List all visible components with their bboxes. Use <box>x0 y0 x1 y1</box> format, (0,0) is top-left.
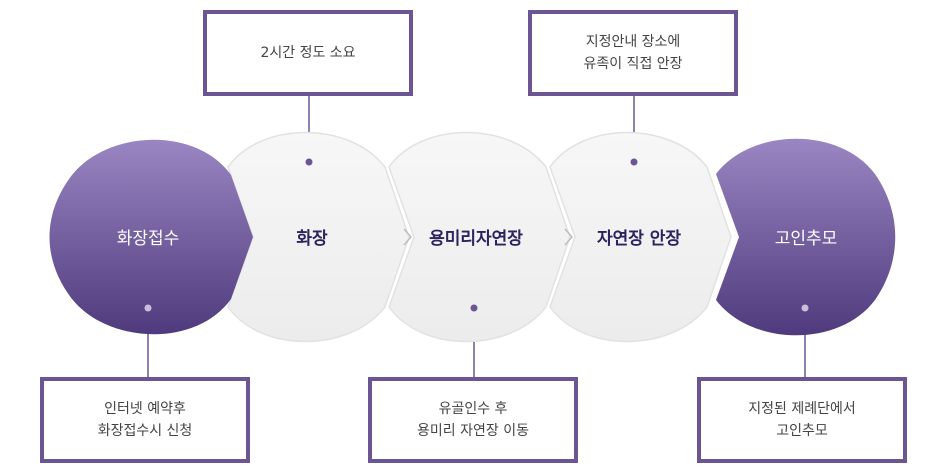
note-line: 유골인수 후 <box>438 401 508 417</box>
note-memorial-altar: 지정된 제례단에서 고인추모 <box>697 377 907 463</box>
connector-dot <box>305 158 313 166</box>
note-line: 인터넷 예약후 <box>104 401 186 417</box>
note-line: 고인추모 <box>776 423 828 439</box>
note-transfer: 유골인수 후 용미리 자연장 이동 <box>368 377 578 463</box>
note-line: 용미리 자연장 이동 <box>417 423 529 439</box>
note-line: 화장접수시 신청 <box>97 423 193 439</box>
note-line: 유족이 직접 안장 <box>583 56 683 72</box>
step-shape-burial <box>549 131 732 343</box>
step-label-burial: 자연장 안장 <box>597 229 681 249</box>
note-line: 지정된 제례단에서 <box>748 401 856 417</box>
chevron-right-icon <box>403 228 412 246</box>
chevron-right-icon <box>564 228 573 246</box>
note-cremation-duration: 2시간 정도 소요 <box>203 10 413 96</box>
note-line: 2시간 정도 소요 <box>260 45 356 61</box>
connector-dot <box>470 304 478 312</box>
note-burial-location: 지정안내 장소에 유족이 직접 안장 <box>528 10 738 96</box>
note-line: 지정안내 장소에 <box>585 34 681 50</box>
connector-dot <box>630 158 638 166</box>
step-label-reception: 화장접수 <box>117 229 180 249</box>
step-label-cremation: 화장 <box>296 229 328 249</box>
note-reservation: 인터넷 예약후 화장접수시 신청 <box>40 377 250 463</box>
step-shape-reception <box>49 139 253 335</box>
connector-dot <box>144 304 152 312</box>
step-label-yongmiri: 용미리자연장 <box>429 229 523 249</box>
step-shape-yongmiri <box>388 131 571 343</box>
step-shape-cremation <box>227 131 410 343</box>
step-shape-memorial <box>716 138 896 336</box>
connector-dot <box>801 304 809 312</box>
step-label-memorial: 고인추모 <box>775 229 838 249</box>
